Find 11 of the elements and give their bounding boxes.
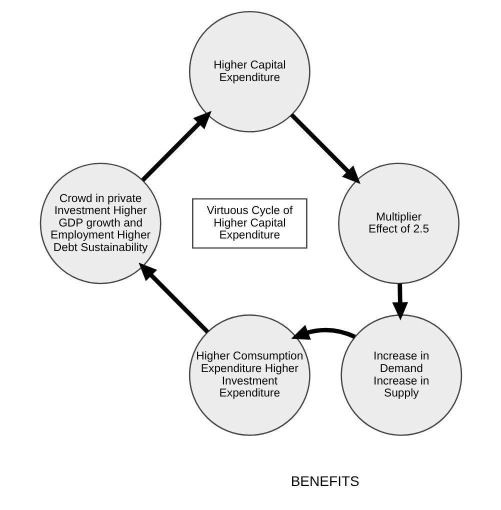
node-circle: Crowd in private Investment Higher GDP growth and Employment Higher Debt Sustainability bbox=[39, 162, 161, 284]
node-circle: Higher Capital Expenditure bbox=[188, 10, 310, 132]
label: BENEFITS bbox=[290, 472, 359, 489]
node-circle: Multiplier Effect of 2.5 bbox=[338, 162, 460, 284]
arrow bbox=[290, 113, 360, 184]
arrow bbox=[138, 262, 209, 334]
arrow bbox=[392, 284, 408, 320]
arrow bbox=[290, 324, 356, 340]
node-box: Virtuous Cycle of Higher Capital Expenditure bbox=[192, 198, 307, 249]
node-circle: Increase in Demand Increase in Supply bbox=[340, 314, 462, 436]
arrow bbox=[140, 110, 212, 182]
